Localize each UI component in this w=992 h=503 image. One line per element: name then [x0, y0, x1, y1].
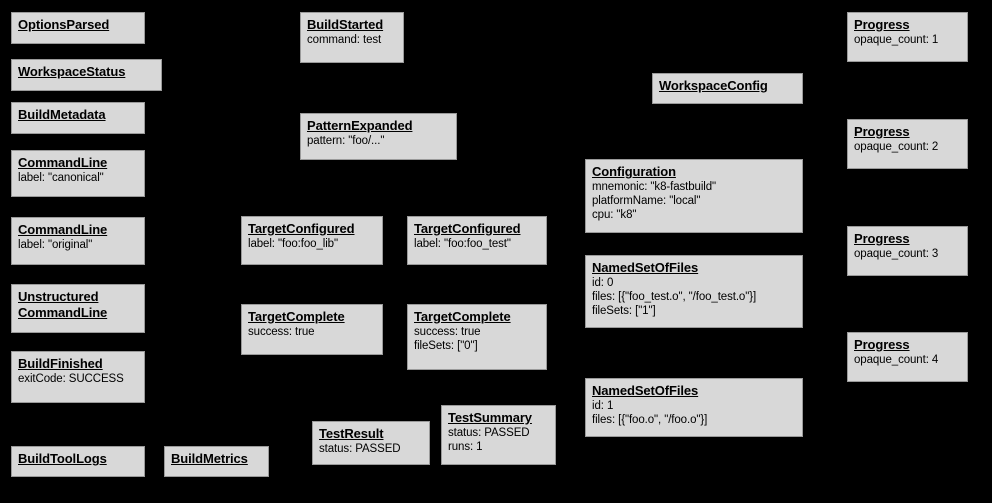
- event-node-target-complete-lib[interactable]: TargetComplete success: true: [241, 304, 383, 355]
- event-node-title: TargetConfigured: [414, 221, 521, 236]
- event-node-title: BuildStarted: [307, 17, 384, 32]
- event-node-title: Progress: [854, 17, 910, 32]
- event-node-command-line-canonical[interactable]: CommandLine label: "canonical": [11, 150, 145, 197]
- event-node-field: pattern: "foo/...": [307, 135, 385, 147]
- event-node-fields: mnemonic: "k8-fastbuild" platformName: "l…: [592, 180, 797, 222]
- event-node-build-metrics[interactable]: BuildMetrics: [164, 446, 269, 477]
- event-node-test-summary[interactable]: TestSummary status: PASSED runs: 1: [441, 405, 556, 465]
- event-node-fields: label: "original": [18, 238, 139, 252]
- event-node-fields: status: PASSED runs: 1: [448, 426, 550, 454]
- event-node-field: opaque_count: 2: [854, 141, 939, 153]
- event-node-fields: opaque_count: 4: [854, 353, 962, 367]
- event-node-target-configured-foo-lib[interactable]: TargetConfigured label: "foo:foo_lib": [241, 216, 383, 265]
- event-node-field: status: PASSED: [319, 443, 401, 455]
- event-node-title: NamedSetOfFiles: [592, 383, 699, 398]
- event-node-title: Progress: [854, 231, 910, 246]
- event-node-fields: exitCode: SUCCESS: [18, 372, 139, 386]
- event-node-title: TargetComplete: [414, 309, 511, 324]
- event-node-fields: id: 0 files: [{"foo_test.o", "/foo_test.o…: [592, 276, 797, 318]
- event-node-fields: opaque_count: 1: [854, 33, 962, 47]
- event-node-field: status: PASSED: [448, 427, 530, 439]
- event-node-field: label: "foo:foo_test": [414, 238, 511, 250]
- event-node-field: id: 0: [592, 277, 614, 289]
- event-node-fields: label: "canonical": [18, 171, 139, 185]
- event-node-field: fileSets: ["1"]: [592, 305, 656, 317]
- event-node-field: label: "foo:foo_lib": [248, 238, 338, 250]
- event-node-title: TestResult: [319, 426, 384, 441]
- event-node-field: cpu: "k8": [592, 209, 637, 221]
- event-node-title: OptionsParsed: [18, 17, 110, 32]
- event-node-fields: id: 1 files: [{"foo.o", "/foo.o"}]: [592, 399, 797, 427]
- event-node-unstructured-command-line[interactable]: Unstructured CommandLine: [11, 284, 145, 333]
- event-node-fields: label: "foo:foo_lib": [248, 237, 377, 251]
- event-node-field: exitCode: SUCCESS: [18, 373, 124, 385]
- event-node-test-result[interactable]: TestResult status: PASSED: [312, 421, 430, 465]
- event-node-pattern-expanded[interactable]: PatternExpanded pattern: "foo/...": [300, 113, 457, 160]
- event-node-field: opaque_count: 4: [854, 354, 939, 366]
- event-node-field: files: [{"foo.o", "/foo.o"}]: [592, 414, 708, 426]
- event-node-title: NamedSetOfFiles: [592, 260, 699, 275]
- event-node-field: fileSets: ["0"]: [414, 340, 478, 352]
- event-node-progress-1[interactable]: Progress opaque_count: 1: [847, 12, 968, 62]
- event-node-title: PatternExpanded: [307, 118, 413, 133]
- event-node-progress-2[interactable]: Progress opaque_count: 2: [847, 119, 968, 169]
- event-node-field: label: "original": [18, 239, 93, 251]
- event-node-title: BuildToolLogs: [18, 451, 107, 466]
- event-node-workspace-status[interactable]: WorkspaceStatus: [11, 59, 162, 91]
- event-node-title: TestSummary: [448, 410, 532, 425]
- event-node-fields: label: "foo:foo_test": [414, 237, 541, 251]
- event-node-title: CommandLine: [18, 155, 108, 170]
- event-node-title: BuildFinished: [18, 356, 103, 371]
- event-node-options-parsed[interactable]: OptionsParsed: [11, 12, 145, 44]
- event-node-fields: status: PASSED: [319, 442, 424, 456]
- event-node-field: success: true: [414, 326, 481, 338]
- event-node-fields: command: test: [307, 33, 398, 47]
- event-node-named-set-of-files-1[interactable]: NamedSetOfFiles id: 1 files: [{"foo.o", "/…: [585, 378, 803, 437]
- event-node-title: Progress: [854, 337, 910, 352]
- event-node-field: opaque_count: 3: [854, 248, 939, 260]
- event-node-field: command: test: [307, 34, 382, 46]
- event-node-title: BuildMetrics: [171, 451, 248, 466]
- event-node-title: TargetConfigured: [248, 221, 355, 236]
- event-node-fields: opaque_count: 2: [854, 140, 962, 154]
- event-node-target-complete-test[interactable]: TargetComplete success: true fileSets: ["0…: [407, 304, 547, 370]
- event-node-fields: pattern: "foo/...": [307, 134, 451, 148]
- event-node-field: platformName: "local": [592, 195, 701, 207]
- event-node-title: Progress: [854, 124, 910, 139]
- event-node-workspace-config[interactable]: WorkspaceConfig: [652, 73, 803, 104]
- event-node-field: id: 1: [592, 400, 614, 412]
- event-node-fields: opaque_count: 3: [854, 247, 962, 261]
- event-node-field: label: "canonical": [18, 172, 104, 184]
- event-node-title: CommandLine: [18, 222, 108, 237]
- event-node-build-tool-logs[interactable]: BuildToolLogs: [11, 446, 145, 477]
- event-node-field: mnemonic: "k8-fastbuild": [592, 181, 717, 193]
- event-node-command-line-original[interactable]: CommandLine label: "original": [11, 217, 145, 265]
- event-node-title: Unstructured CommandLine: [18, 289, 108, 320]
- event-node-field: runs: 1: [448, 441, 483, 453]
- event-node-progress-3[interactable]: Progress opaque_count: 3: [847, 226, 968, 276]
- event-node-build-started[interactable]: BuildStarted command: test: [300, 12, 404, 63]
- event-node-configuration[interactable]: Configuration mnemonic: "k8-fastbuild" pla…: [585, 159, 803, 233]
- event-node-field: success: true: [248, 326, 315, 338]
- event-node-target-configured-foo-test[interactable]: TargetConfigured label: "foo:foo_test": [407, 216, 547, 265]
- event-node-title: WorkspaceConfig: [659, 78, 768, 93]
- event-node-title: Configuration: [592, 164, 676, 179]
- event-node-fields: success: true fileSets: ["0"]: [414, 325, 541, 353]
- event-node-progress-4[interactable]: Progress opaque_count: 4: [847, 332, 968, 382]
- event-node-build-finished[interactable]: BuildFinished exitCode: SUCCESS: [11, 351, 145, 403]
- event-node-build-metadata[interactable]: BuildMetadata: [11, 102, 145, 134]
- event-node-title: WorkspaceStatus: [18, 64, 126, 79]
- event-node-title: TargetComplete: [248, 309, 345, 324]
- event-node-title: BuildMetadata: [18, 107, 106, 122]
- event-node-field: files: [{"foo_test.o", "/foo_test.o"}]: [592, 291, 757, 303]
- event-node-field: opaque_count: 1: [854, 34, 939, 46]
- event-node-fields: success: true: [248, 325, 377, 339]
- event-node-named-set-of-files-0[interactable]: NamedSetOfFiles id: 0 files: [{"foo_test.o…: [585, 255, 803, 328]
